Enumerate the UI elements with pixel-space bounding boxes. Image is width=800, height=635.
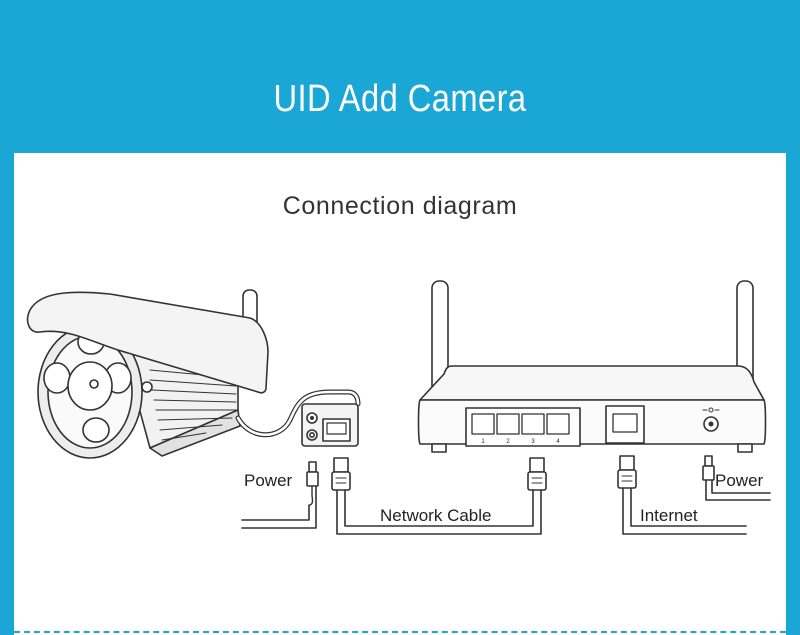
power-plug-icon bbox=[702, 455, 715, 481]
lan-port-number: 4 bbox=[556, 439, 560, 445]
rj45-plug-icon bbox=[617, 455, 637, 489]
internet-label: Internet bbox=[640, 506, 698, 525]
lan-port-number: 3 bbox=[531, 439, 535, 445]
internet-cable bbox=[622, 487, 747, 535]
power-plug-icon bbox=[306, 461, 319, 506]
bullet-camera-icon bbox=[26, 289, 361, 459]
network-cable bbox=[336, 489, 542, 535]
lan-port-number: 1 bbox=[481, 439, 485, 445]
lan-port-number: 2 bbox=[506, 439, 510, 445]
section-title: Connection diagram bbox=[282, 192, 518, 220]
power-label: Power bbox=[715, 471, 764, 490]
rj45-plug-icon bbox=[331, 457, 351, 491]
power-label: Power bbox=[244, 471, 293, 490]
dashed-divider bbox=[14, 631, 786, 633]
header-title: UID Add Camera bbox=[273, 78, 527, 120]
rj45-plug-icon bbox=[527, 457, 547, 491]
network-cable-label: Network Cable bbox=[380, 506, 492, 525]
wireless-router-icon bbox=[417, 280, 767, 453]
